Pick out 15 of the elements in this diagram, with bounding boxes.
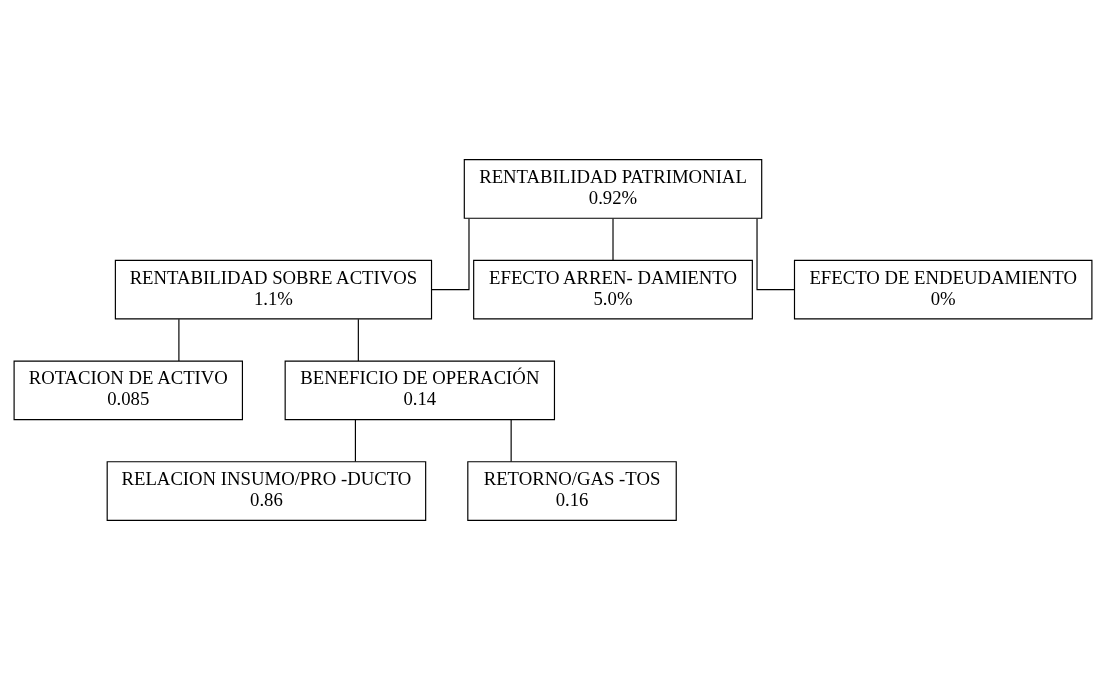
connector [354,418,356,462]
connector [357,318,359,361]
node-box: EFECTO DE ENDEUDAMIENTO 0% [793,259,1093,319]
node-box: RELACION INSUMO/PRO -DUCTO 0.86 [106,460,427,521]
node-box: RENTABILIDAD PATRIMONIAL 0.92% [463,158,763,219]
connector [756,217,795,290]
node-box: RETORNO/GAS -TOS 0.16 [467,460,677,521]
connector [178,318,180,361]
connector [612,217,614,261]
connector [431,217,470,290]
node-box: ROTACION DE ACTIVO 0.085 [13,360,243,420]
node-box: EFECTO ARREN- DAMIENTO 5.0% [473,259,753,319]
connector [510,418,512,462]
node-box: BENEFICIO DE OPERACIÓN 0.14 [284,360,556,420]
node-box: RENTABILIDAD SOBRE ACTIVOS 1.1% [114,259,433,319]
